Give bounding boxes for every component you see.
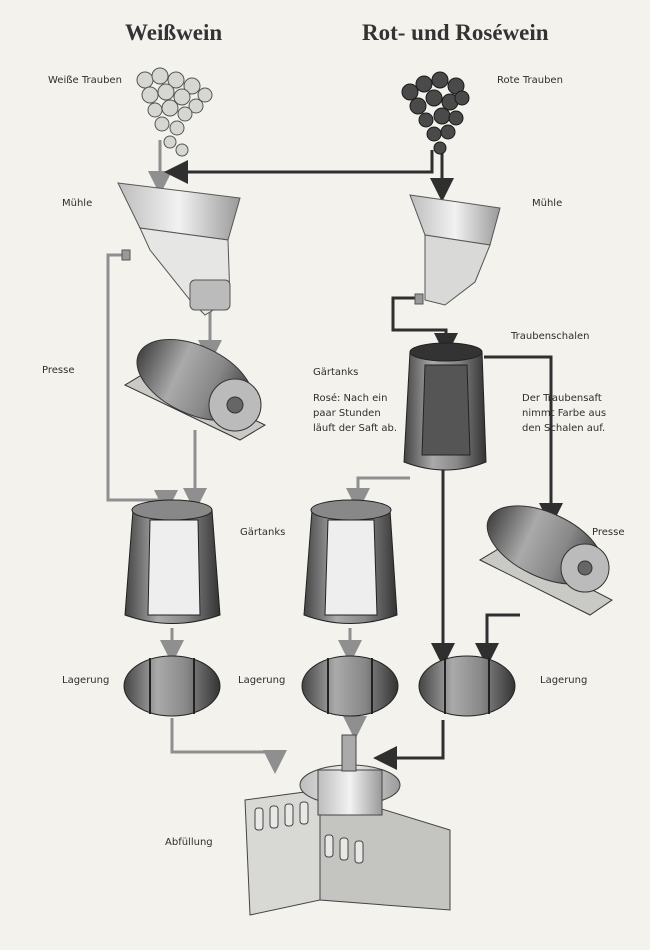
label-fermentation-white: Gärtanks bbox=[240, 527, 286, 538]
flow-red-grapes-to-white-mill bbox=[164, 150, 434, 184]
label-storage-red: Lagerung bbox=[540, 675, 588, 686]
label-storage-rose: Lagerung bbox=[238, 675, 286, 686]
rose-note-line: paar Stunden bbox=[313, 408, 381, 419]
juice-note-line: Der Traubensaft bbox=[522, 393, 602, 404]
label-red-grapes: Rote Trauben bbox=[497, 75, 563, 86]
label-press-red: Presse bbox=[592, 527, 625, 538]
flow-white-storage-to-bottling bbox=[170, 718, 287, 774]
rose-note-line: läuft der Saft ab. bbox=[313, 423, 398, 434]
juice-note-line: nimmt Farbe aus bbox=[522, 408, 607, 419]
white-fermentation-tank-illustration bbox=[124, 499, 221, 624]
red-mill-illustration bbox=[409, 194, 501, 306]
label-bottling: Abfüllung bbox=[165, 837, 213, 848]
bottling-machine-illustration bbox=[244, 734, 451, 916]
label-grape-skins: Traubenschalen bbox=[511, 331, 590, 342]
white-mill-illustration bbox=[117, 182, 241, 316]
label-mill-white: Mühle bbox=[62, 198, 93, 209]
red-fermentation-tank-illustration bbox=[403, 342, 487, 471]
juice-note-line: den Schalen auf. bbox=[522, 423, 606, 434]
rose-note: Rosé: Nach ein paar Stunden läuft der Sa… bbox=[313, 391, 397, 436]
flow-red-mill-to-tank bbox=[391, 296, 458, 357]
flow-red-tank-to-rose-tank bbox=[346, 476, 410, 512]
juice-note: Der Traubensaft nimmt Farbe aus den Scha… bbox=[522, 391, 606, 436]
flow-red-tank-to-press bbox=[484, 355, 563, 527]
white-grapes-illustration bbox=[136, 67, 213, 157]
red-press-illustration bbox=[478, 505, 613, 616]
white-storage-barrel-illustration bbox=[123, 655, 221, 717]
label-press-white: Presse bbox=[42, 365, 75, 376]
label-fermentation-rose: Gärtanks bbox=[313, 367, 359, 378]
label-mill-red: Mühle bbox=[532, 198, 563, 209]
red-grapes-illustration bbox=[401, 71, 470, 155]
white-press-illustration bbox=[123, 339, 267, 441]
label-white-grapes: Weiße Trauben bbox=[48, 75, 122, 86]
title-white-wine: Weißwein bbox=[125, 20, 223, 45]
label-storage-white: Lagerung bbox=[62, 675, 110, 686]
flow-red-storage-to-bottling bbox=[373, 720, 445, 770]
flow-red-press-to-red-storage bbox=[475, 613, 520, 667]
rose-fermentation-tank-illustration bbox=[303, 499, 398, 624]
title-red-rose-wine: Rot- und Roséwein bbox=[362, 20, 549, 45]
red-storage-barrel-illustration bbox=[418, 655, 516, 717]
rose-storage-barrel-illustration bbox=[301, 655, 399, 717]
rose-note-line: Rosé: Nach ein bbox=[313, 393, 388, 404]
